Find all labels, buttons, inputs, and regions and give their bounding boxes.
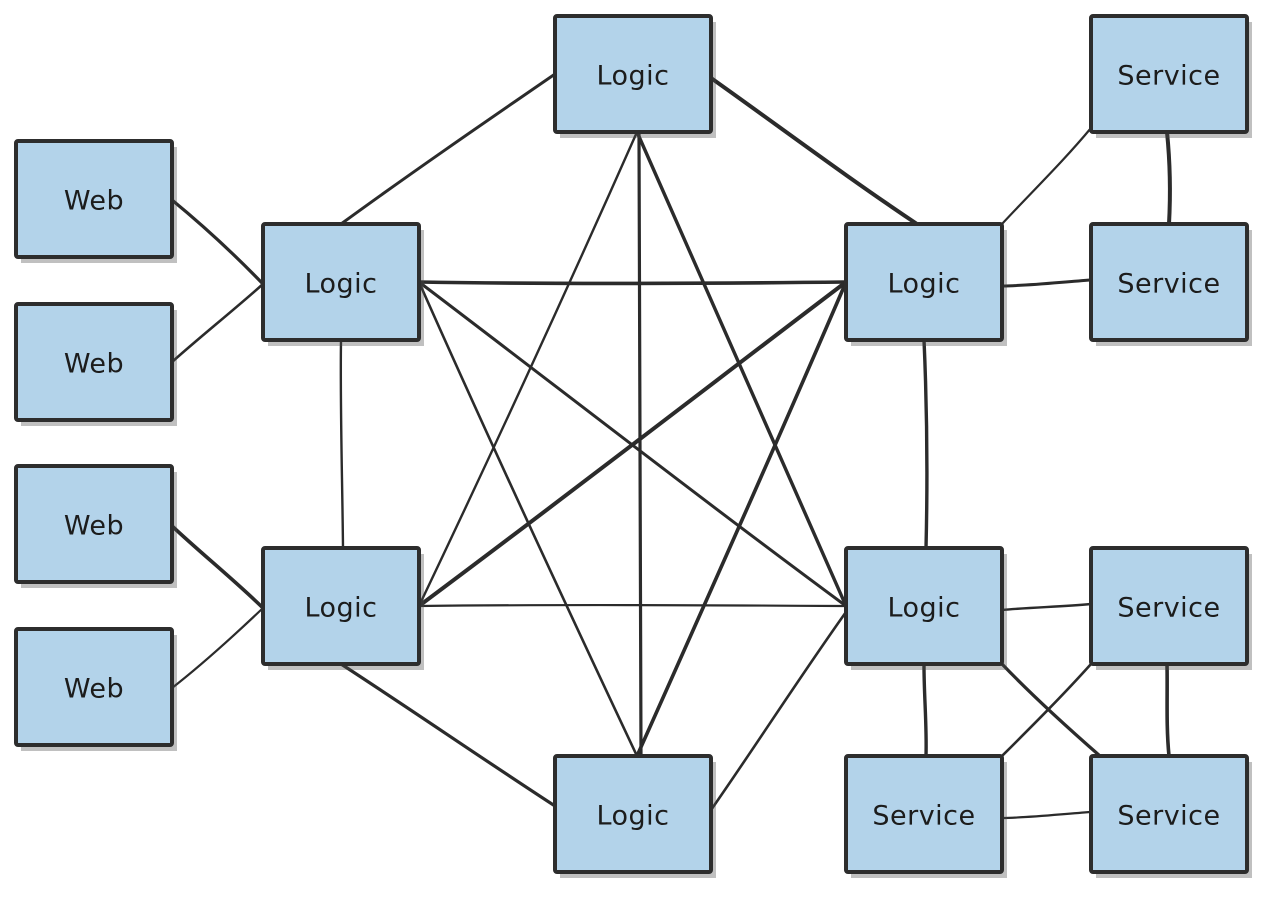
node-service2: Service [1089,222,1252,346]
node-logic-lower-left: Logic [261,546,424,670]
node-box [14,139,174,259]
connection-logic-lower-left-to-logic-upper-right [417,280,848,608]
node-label: Web [64,674,124,705]
connection-web3-to-logic-lower-left [170,524,265,610]
connection-service3-to-service4 [1000,662,1093,758]
node-service3: Service [1089,546,1252,670]
connection-logic-top-to-logic-lower-right [635,130,848,608]
connection-logic-bottom-to-logic-lower-right [709,610,848,812]
connection-logic-upper-right-to-service1 [1000,126,1093,226]
node-label: Service [872,801,975,832]
connection-logic-upper-right-to-logic-lower-right [922,338,929,550]
node-box [14,464,174,584]
node-box [844,754,1004,874]
connection-logic-top-to-logic-lower-left [417,130,639,608]
node-service1: Service [1089,14,1252,138]
node-label: Service [1117,593,1220,624]
connection-logic-lower-right-to-service4 [922,662,928,758]
node-label: Service [1117,801,1220,832]
node-label: Service [1117,61,1220,92]
node-web1: Web [14,139,177,263]
node-label: Logic [304,593,377,624]
node-box [261,222,421,342]
connection-logic-upper-left-to-logic-top [339,72,557,226]
node-box [553,14,713,134]
node-box [1089,14,1249,134]
node-box [14,302,174,422]
node-web2: Web [14,302,177,426]
node-box [261,546,421,666]
connection-logic-upper-left-to-logic-lower-right [417,280,848,608]
node-box [1089,222,1249,342]
connection-web2-to-logic-upper-left [170,282,265,364]
node-label: Web [64,349,124,380]
node-label: Logic [887,269,960,300]
node-logic-bottom: Logic [553,754,716,878]
node-box [553,754,713,874]
node-web3: Web [14,464,177,588]
node-logic-upper-right: Logic [844,222,1007,346]
node-label: Logic [596,61,669,92]
node-box [1089,754,1249,874]
connection-web4-to-logic-lower-left [170,606,265,690]
node-logic-lower-right: Logic [844,546,1007,670]
connection-logic-top-to-logic-upper-right [709,76,919,226]
connection-logic-top-to-logic-bottom [637,130,643,758]
node-label: Web [64,186,124,217]
connections-layer [170,72,1172,820]
connection-logic-lower-right-to-service5 [1000,662,1102,758]
node-label: Logic [596,801,669,832]
node-box [1089,546,1249,666]
connection-logic-upper-left-to-logic-lower-left [339,338,345,550]
connection-logic-lower-left-to-logic-lower-right [417,603,848,608]
node-label: Web [64,511,124,542]
node-label: Service [1117,269,1220,300]
node-service5: Service [1089,754,1252,878]
node-label: Logic [887,593,960,624]
node-service4: Service [844,754,1007,878]
connection-service1-to-service2 [1165,130,1172,226]
connection-service3-to-service5 [1165,662,1171,758]
node-box [844,546,1004,666]
node-label: Logic [304,269,377,300]
connection-logic-upper-right-to-logic-bottom [635,280,848,758]
connection-logic-upper-left-to-logic-upper-right [417,280,848,286]
connection-logic-upper-left-to-logic-bottom [417,280,639,758]
node-web4: Web [14,627,177,751]
connection-logic-lower-left-to-logic-bottom [339,662,557,808]
node-logic-upper-left: Logic [261,222,424,346]
connection-web1-to-logic-upper-left [170,198,265,286]
connection-service4-to-service5 [1000,810,1093,820]
node-box [844,222,1004,342]
node-logic-top: Logic [553,14,716,138]
connection-logic-lower-right-to-service3 [1000,602,1093,612]
connection-logic-upper-right-to-service2 [1000,278,1093,288]
node-box [14,627,174,747]
